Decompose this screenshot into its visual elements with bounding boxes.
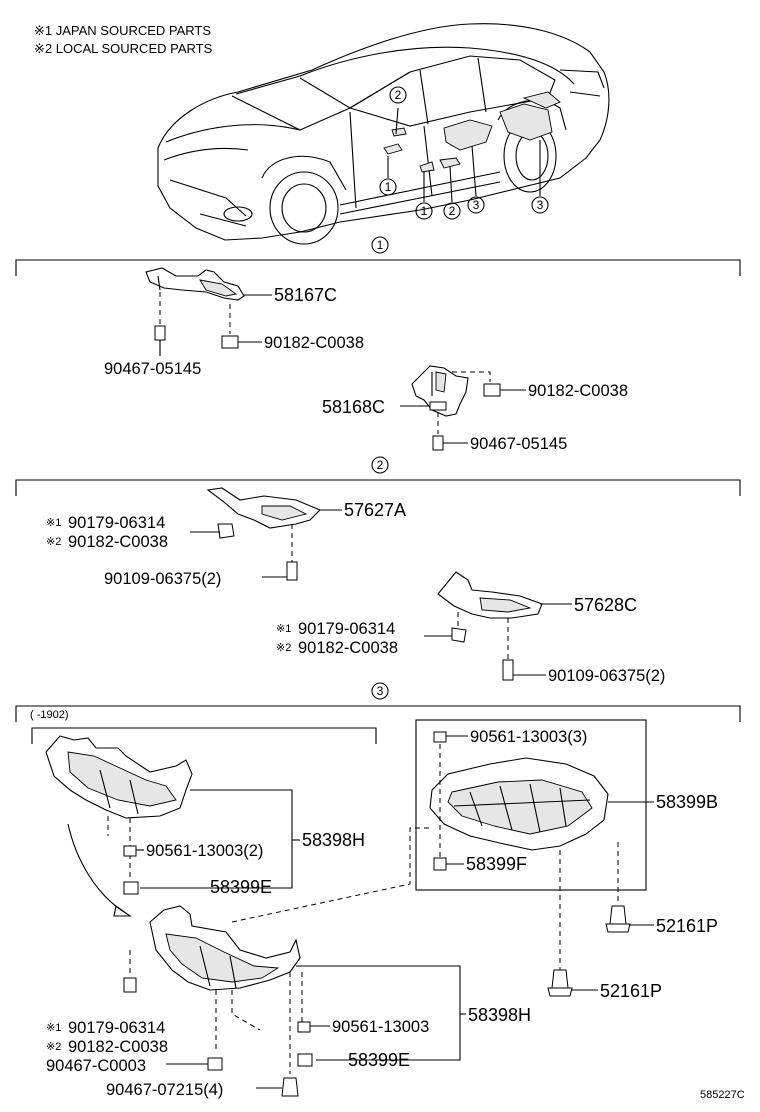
label-58398H-lower: 58398H: [468, 1005, 531, 1025]
label-90561-13003: 90561-13003: [332, 1018, 429, 1036]
bolt-90109-06375-b: [502, 659, 514, 681]
svg-text:2: 2: [395, 88, 402, 102]
section-3-bracket: [15, 705, 741, 722]
date-range-label: ( -1902): [30, 709, 69, 721]
part-58398H-upper-shape: [45, 735, 193, 819]
callout-2-top: 2: [389, 86, 407, 104]
clip-90467-07215: [281, 1077, 299, 1097]
label-90179-06314-s2b: 90179-06314: [298, 620, 395, 638]
svg-text:1: 1: [385, 180, 392, 194]
callout-3-right: 3: [531, 196, 549, 214]
label-58399B: 58399B: [656, 792, 718, 812]
callout-3-middle: 3: [467, 196, 485, 214]
clip-57628C: [451, 627, 467, 643]
note-marker-1-s3: ※1: [46, 1022, 61, 1034]
clip-52161P-a: [605, 905, 631, 933]
clip-90179-06314: [123, 977, 137, 993]
label-52161P-b: 52161P: [600, 981, 662, 1001]
svg-text:1: 1: [377, 238, 384, 252]
note-marker-2-s2b: ※2: [276, 642, 291, 654]
svg-text:3: 3: [537, 198, 544, 212]
section-3-marker: 3: [371, 682, 389, 700]
callout-1-bottom: 1: [415, 202, 433, 220]
label-57628C: 57628C: [574, 595, 637, 615]
bolt-90467-05145-a: [154, 325, 166, 341]
nut-58399E-b: [297, 1053, 313, 1067]
label-90182-C0038-s1b: 90182-C0038: [528, 382, 628, 400]
label-58168C: 58168C: [322, 397, 385, 417]
nut-90182-C0038-b: [483, 383, 501, 397]
clip-57627A: [217, 523, 235, 539]
note-marker-2-s2a: ※2: [46, 536, 61, 548]
clip-90561-13003-2: [123, 845, 137, 857]
note-marker-2-s3: ※2: [46, 1041, 61, 1053]
svg-text:3: 3: [377, 684, 384, 698]
label-90182-C0038-s2a: 90182-C0038: [68, 533, 168, 551]
label-58399E-upper: 58399E: [210, 877, 272, 897]
label-52161P-a: 52161P: [656, 916, 718, 936]
label-90109-06375-s2a: 90109-06375(2): [104, 570, 221, 588]
section-2-marker: 2: [371, 456, 389, 474]
label-90467-07215-4: 90467-07215(4): [106, 1081, 223, 1099]
date-range-bracket: [31, 727, 377, 744]
bolt-90109-06375-a: [286, 561, 298, 581]
note-marker-1-s2b: ※1: [276, 623, 291, 635]
car-overview-illustration: [157, 23, 610, 245]
svg-text:1: 1: [421, 204, 428, 218]
label-90182-C0038-s3: 90182-C0038: [68, 1038, 168, 1056]
part-58168C-shape: [411, 365, 469, 417]
part-58399B-shape: [429, 757, 609, 851]
figure-id: 585227C: [700, 1089, 745, 1101]
callout-2-bottom: 2: [443, 202, 461, 220]
part-57627A-shape: [206, 487, 321, 529]
section-2-bracket: [15, 479, 741, 496]
label-90467-05145-s1b: 90467-05145: [470, 435, 567, 453]
nut-58399F: [433, 857, 447, 871]
bolt-90467-05145-b: [432, 435, 444, 451]
label-90561-13003-2: 90561-13003(2): [146, 842, 263, 860]
note-marker-1-s2a: ※1: [46, 517, 61, 529]
transition-arrow-head: [113, 905, 132, 917]
callout-1-left: 1: [379, 178, 397, 196]
label-58167C: 58167C: [274, 285, 337, 305]
nut-90467-C0003: [207, 1057, 223, 1071]
label-90109-06375-s2b: 90109-06375(2): [548, 667, 665, 685]
label-90182-C0038-s1a: 90182-C0038: [264, 334, 364, 352]
box-58399B: [415, 719, 647, 891]
label-90179-06314-s3: 90179-06314: [68, 1019, 165, 1037]
part-57628C-shape: [437, 571, 543, 619]
label-90179-06314-s2a: 90179-06314: [68, 514, 165, 532]
label-58399E-lower: 58399E: [348, 1050, 410, 1070]
clip-52161P-b: [547, 969, 573, 997]
label-90467-C0003: 90467-C0003: [46, 1057, 146, 1075]
svg-text:2: 2: [377, 458, 384, 472]
transition-arrow: [67, 823, 125, 913]
label-90467-05145-s1a: 90467-05145: [104, 360, 201, 378]
nut-58399E-a: [123, 881, 139, 895]
clip-90561-13003: [297, 1021, 311, 1033]
note-japan-sourced: ※1 JAPAN SOURCED PARTS: [34, 23, 211, 38]
label-90561-13003-3: 90561-13003(3): [470, 728, 587, 746]
section-1-marker: 1: [371, 236, 389, 254]
label-90182-C0038-s2b: 90182-C0038: [298, 639, 398, 657]
part-58167C-shape: [145, 267, 245, 301]
note-local-sourced: ※2 LOCAL SOURCED PARTS: [34, 41, 213, 56]
svg-text:3: 3: [473, 198, 480, 212]
label-58399F: 58399F: [466, 854, 527, 874]
part-58398H-lower-shape: [149, 905, 301, 991]
nut-90182-C0038-a: [221, 335, 239, 349]
label-57627A: 57627A: [344, 500, 406, 520]
section-1-bracket: [15, 259, 741, 276]
svg-text:2: 2: [449, 204, 456, 218]
label-58398H-upper: 58398H: [302, 830, 365, 850]
clip-90561-13003-3: [433, 731, 447, 743]
